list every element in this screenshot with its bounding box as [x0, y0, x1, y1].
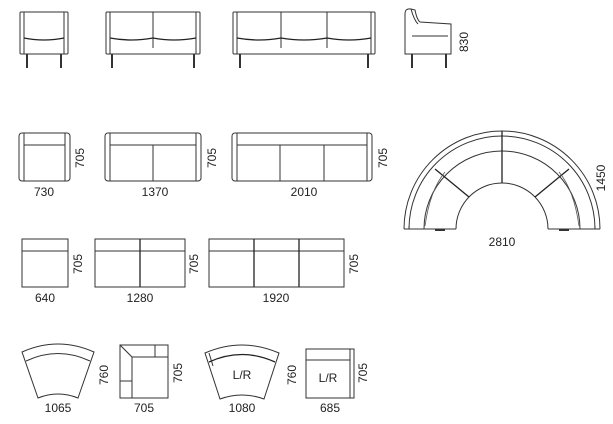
semicircle-sofa: 2810 1450 — [403, 130, 608, 249]
double-width-label: 1280 — [127, 291, 154, 305]
top-view-sofa-3: 2010 705 — [231, 132, 390, 199]
curve-lr-width-label: 1080 — [229, 401, 256, 415]
module-curve-lr: L/R 1080 760 — [204, 344, 299, 415]
side-view: 830 — [404, 8, 471, 68]
module-end-lr: L/R 685 705 — [305, 348, 370, 415]
single-depth-label: 705 — [71, 254, 85, 274]
sofa-3-width-label: 2010 — [291, 185, 318, 199]
triple-depth-label: 705 — [347, 254, 361, 274]
module-curve: 1065 760 — [21, 343, 111, 415]
triple-width-label: 1920 — [263, 291, 290, 305]
top-view-triple-armless: 1920 705 — [208, 238, 361, 305]
curve-lr-label: L/R — [233, 368, 252, 382]
armchair-depth-label: 705 — [73, 148, 87, 168]
top-view-single-armless: 640 705 — [21, 238, 85, 305]
sofa-2-depth-label: 705 — [205, 148, 219, 168]
end-lr-depth-label: 705 — [356, 363, 370, 383]
curve-width-label: 1065 — [45, 401, 72, 415]
corner-depth-label: 705 — [171, 363, 185, 383]
top-view-armchair: 730 705 — [18, 132, 87, 199]
front-view-armchair — [19, 11, 69, 68]
corner-width-label: 705 — [134, 401, 154, 415]
curve-depth-label: 760 — [97, 365, 111, 385]
top-view-double-armless: 1280 705 — [94, 238, 201, 305]
armchair-width-label: 730 — [34, 185, 54, 199]
front-view-sofa-2 — [105, 11, 201, 68]
semicircle-width-label: 2810 — [489, 235, 516, 249]
end-lr-width-label: 685 — [320, 401, 340, 415]
front-view-sofa-3 — [232, 11, 376, 68]
double-depth-label: 705 — [187, 254, 201, 274]
top-view-sofa-2: 1370 705 — [104, 132, 219, 199]
semicircle-height-label: 1450 — [594, 164, 608, 191]
end-lr-label: L/R — [319, 371, 338, 385]
sofa-2-width-label: 1370 — [142, 185, 169, 199]
module-corner: 705 705 — [119, 344, 185, 415]
single-width-label: 640 — [35, 291, 55, 305]
side-height-label: 830 — [457, 32, 471, 52]
curve-lr-depth-label: 760 — [285, 365, 299, 385]
sofa-3-depth-label: 705 — [376, 148, 390, 168]
